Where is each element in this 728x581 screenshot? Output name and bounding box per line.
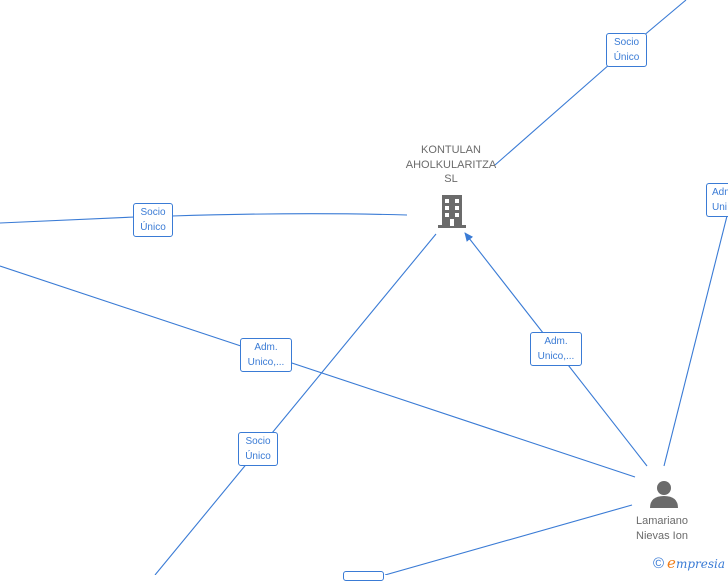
relation-socio-unico-left[interactable]: Socio Único <box>133 203 173 237</box>
relation-adm-unico-center[interactable]: Adm. Unico,... <box>530 332 582 366</box>
relation-socio-unico-top[interactable]: Socio Único <box>606 33 647 67</box>
company-name: KONTULAN AHOLKULARITZA SL <box>405 144 497 185</box>
relation-adm-right-partial[interactable]: Adm Uni <box>706 183 728 217</box>
relation-adm-unico-left[interactable]: Adm. Unico,... <box>240 338 292 372</box>
edge-company-to-bottom-left <box>154 233 437 575</box>
edge-left-diagonal <box>0 265 636 478</box>
copyright-icon: © <box>652 554 665 572</box>
edge-left-to-company <box>0 213 408 224</box>
empresia-logo: © empresia <box>652 554 725 572</box>
person-icon[interactable] <box>648 478 680 510</box>
edge-top-right <box>641 0 687 38</box>
building-icon[interactable] <box>436 193 468 228</box>
edge-person-to-right <box>663 211 728 467</box>
person-name: Lamariano Nievas Ion <box>636 515 688 542</box>
edge-socio-top-to-company <box>494 63 611 166</box>
relation-bottom-partial[interactable] <box>343 571 384 581</box>
relation-socio-unico-bottom[interactable]: Socio Único <box>238 432 278 466</box>
edge-person-to-bottom <box>384 504 633 575</box>
